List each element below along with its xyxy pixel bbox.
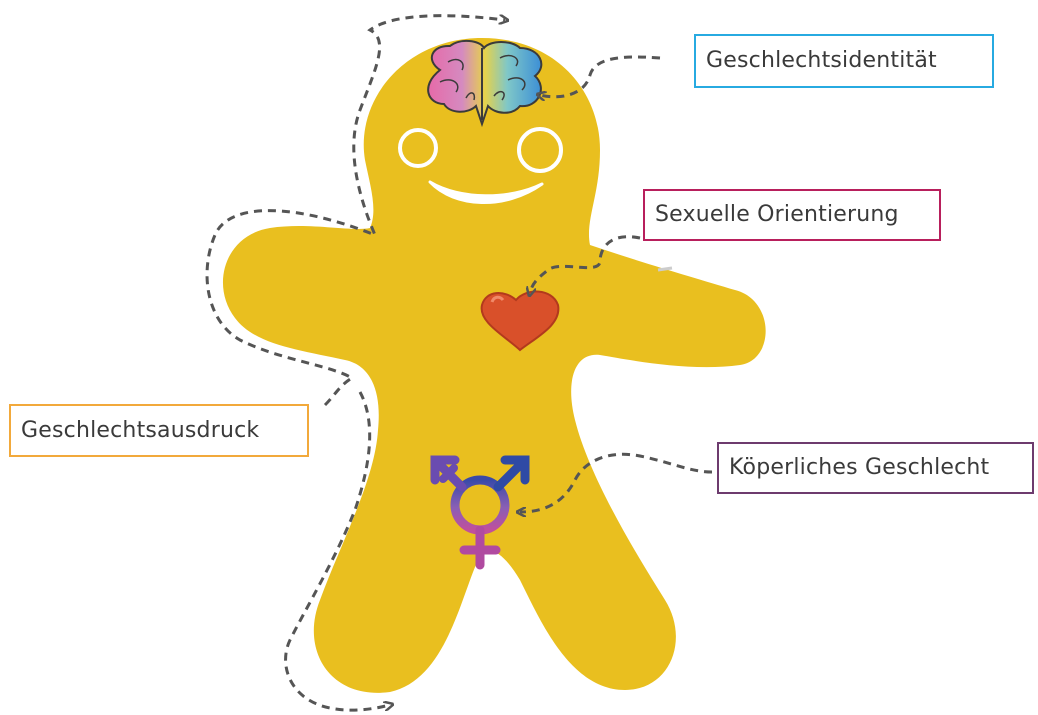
sexual-orientation-label: Sexuelle Orientierung <box>643 189 941 241</box>
gingerbread-body <box>223 38 766 693</box>
biological-sex-text: Köperliches Geschlecht <box>729 457 989 479</box>
gender-identity-text: Geschlechtsidentität <box>706 50 937 72</box>
sexual-orientation-text: Sexuelle Orientierung <box>655 204 899 226</box>
gender-expression-text: Geschlechtsausdruck <box>21 420 259 442</box>
gender-expression-label: Geschlechtsausdruck <box>9 404 309 457</box>
gender-identity-label: Geschlechtsidentität <box>694 34 994 88</box>
biological-sex-label: Köperliches Geschlecht <box>717 442 1034 494</box>
